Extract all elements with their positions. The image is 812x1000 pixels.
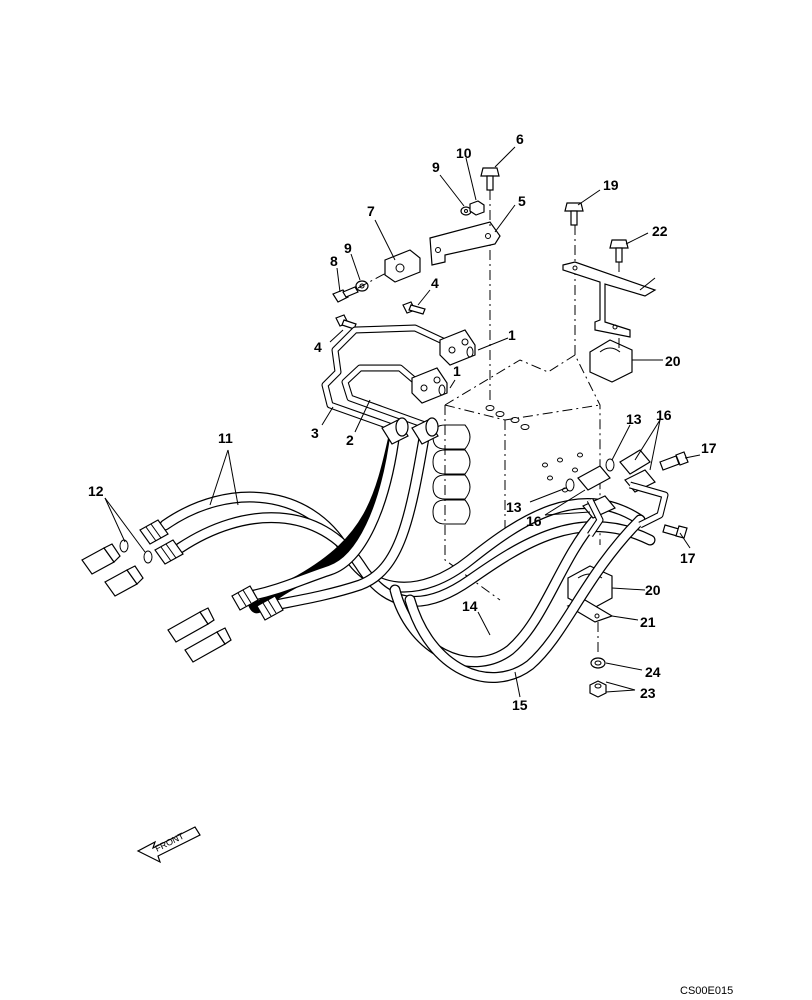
elbow-fitting-left bbox=[381, 417, 409, 445]
pipe-2 bbox=[341, 364, 427, 429]
callout-9a: 9 bbox=[432, 159, 440, 175]
bolt-4-lower bbox=[335, 314, 357, 330]
callout-15: 15 bbox=[512, 697, 528, 713]
adapter-front-lower bbox=[184, 627, 232, 663]
bracket-18 bbox=[562, 261, 657, 338]
callout-24: 24 bbox=[645, 664, 661, 680]
callout-16a: 16 bbox=[656, 407, 672, 423]
callout-19: 19 bbox=[603, 177, 619, 193]
hose-14 bbox=[244, 426, 401, 614]
hose-15-return bbox=[404, 514, 646, 683]
bolt-6 bbox=[480, 167, 500, 230]
front-arrow-icon: FRONT bbox=[136, 826, 201, 864]
hose-15 bbox=[269, 426, 431, 611]
callout-13a: 13 bbox=[626, 411, 642, 427]
washer-24 bbox=[590, 657, 606, 669]
callout-8: 8 bbox=[330, 253, 338, 269]
flange-lower bbox=[411, 367, 448, 404]
bolt-8 bbox=[332, 286, 359, 303]
o-ring-1-lower bbox=[438, 384, 446, 396]
pipe-3 bbox=[321, 324, 447, 432]
bolt-17-lower bbox=[662, 524, 688, 539]
hose-fitting-11-upper bbox=[139, 519, 169, 545]
callout-3: 3 bbox=[311, 425, 319, 441]
o-ring-13-upper bbox=[605, 458, 615, 472]
callout-9b: 9 bbox=[344, 240, 352, 256]
callout-labels: 1 1 2 3 4 4 5 6 7 8 9 9 10 11 12 13 13 1… bbox=[88, 131, 717, 713]
callout-13b: 13 bbox=[506, 499, 522, 515]
bolt-17-upper bbox=[659, 451, 689, 471]
split-flange-16-lower bbox=[577, 465, 616, 519]
flange-upper bbox=[439, 329, 476, 366]
callout-16b: 16 bbox=[526, 513, 542, 529]
hose-fitting-15-end bbox=[256, 595, 284, 621]
bolt-19 bbox=[564, 202, 584, 226]
nut-23 bbox=[589, 680, 607, 698]
drawing-code: CS00E015 bbox=[680, 985, 733, 997]
callout-23: 23 bbox=[640, 685, 656, 701]
callout-10: 10 bbox=[456, 145, 472, 161]
callout-20b: 20 bbox=[645, 582, 661, 598]
hose-fitting-11-lower bbox=[154, 539, 184, 565]
pipe-fitting-right-lower bbox=[586, 498, 604, 537]
o-ring-12-upper bbox=[119, 539, 129, 553]
callout-6: 6 bbox=[516, 131, 524, 147]
clamp-20-upper bbox=[589, 338, 633, 383]
callout-14: 14 bbox=[462, 598, 478, 614]
hose-14-return bbox=[389, 514, 601, 668]
callout-2: 2 bbox=[346, 432, 354, 448]
hose-fitting-14-end bbox=[231, 585, 259, 611]
nut-10 bbox=[469, 200, 485, 216]
o-ring-1-upper bbox=[466, 346, 474, 358]
bolt-22 bbox=[609, 239, 629, 275]
callout-4a: 4 bbox=[431, 275, 439, 291]
leader-lines bbox=[104, 146, 701, 698]
callout-22: 22 bbox=[652, 223, 668, 239]
callout-4b: 4 bbox=[314, 339, 322, 355]
callout-20a: 20 bbox=[665, 353, 681, 369]
callout-1b: 1 bbox=[508, 327, 516, 343]
adapter-upper bbox=[81, 543, 121, 575]
o-ring-13-lower bbox=[565, 478, 575, 492]
clamp-7 bbox=[384, 249, 421, 283]
adapter-front-upper bbox=[167, 607, 215, 643]
callout-11: 11 bbox=[218, 430, 233, 446]
callout-7: 7 bbox=[367, 203, 375, 219]
bracket-5 bbox=[429, 221, 501, 266]
callout-12: 12 bbox=[88, 483, 104, 499]
pipe-fitting-right-upper bbox=[629, 481, 669, 529]
callout-17a: 17 bbox=[701, 440, 717, 456]
bolt-4-upper bbox=[402, 301, 426, 315]
callout-5: 5 bbox=[518, 193, 526, 209]
callout-21: 21 bbox=[640, 614, 656, 630]
o-ring-12-lower bbox=[143, 550, 153, 564]
callout-17b: 17 bbox=[680, 550, 696, 566]
control-valve-outline bbox=[432, 225, 601, 601]
elbow-fitting-right bbox=[411, 417, 439, 445]
callout-1a: 1 bbox=[453, 363, 461, 379]
adapter-lower bbox=[104, 565, 144, 597]
